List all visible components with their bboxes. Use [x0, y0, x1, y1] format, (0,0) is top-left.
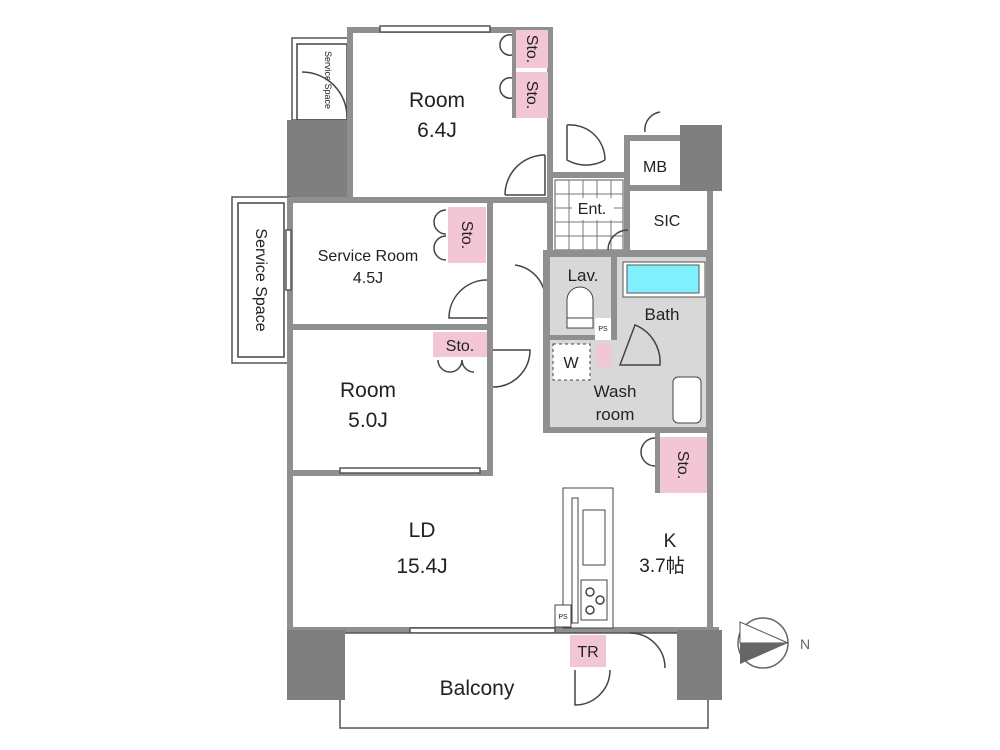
- door[interactable]: [504, 154, 546, 196]
- wash-label-2: room: [596, 405, 635, 424]
- sto-label: Sto.: [446, 338, 474, 355]
- room1-name: Room: [409, 89, 465, 112]
- door[interactable]: [492, 349, 531, 388]
- door[interactable]: [448, 279, 488, 319]
- bath-label: Bath: [645, 305, 680, 324]
- w-label: W: [563, 355, 579, 372]
- ent-label: Ent.: [578, 201, 606, 218]
- room2-name: Room: [340, 379, 396, 402]
- service-space-top: [291, 37, 351, 121]
- ld-size: 15.4J: [396, 555, 447, 578]
- ps-label: PS: [598, 326, 608, 333]
- sto-label: Sto.: [523, 81, 540, 109]
- washer-space: [552, 343, 591, 381]
- bathtub: [626, 264, 700, 294]
- sto-label: Sto.: [458, 221, 475, 249]
- k-size: 3.7帖: [639, 555, 684, 577]
- compass-north-label: N: [800, 636, 810, 652]
- tr-label: TR: [577, 644, 598, 661]
- ps-label: PS: [558, 614, 568, 621]
- washbasin: [672, 376, 702, 424]
- service-room-name: Service Room: [318, 248, 418, 265]
- pillar: [287, 120, 349, 200]
- service-room-size: 4.5J: [353, 270, 383, 287]
- sic-label: SIC: [654, 213, 681, 230]
- stove: [580, 579, 608, 621]
- lav-label: Lav.: [568, 266, 599, 285]
- compass-icon: [737, 617, 789, 669]
- sto-label: Sto.: [523, 35, 540, 63]
- entrance-door[interactable]: [566, 124, 606, 166]
- ld-name: LD: [409, 519, 436, 542]
- mb-label: MB: [643, 159, 667, 176]
- sink: [582, 509, 606, 566]
- room1-size: 6.4J: [417, 119, 457, 142]
- k-name: K: [664, 531, 677, 552]
- wash-label-1: Wash: [594, 382, 637, 401]
- service-space-left-label: Service Space: [252, 228, 269, 331]
- balcony: [339, 632, 709, 729]
- room2-size: 5.0J: [348, 409, 388, 432]
- sto-label: Sto.: [674, 451, 691, 479]
- balcony-label: Balcony: [440, 677, 515, 700]
